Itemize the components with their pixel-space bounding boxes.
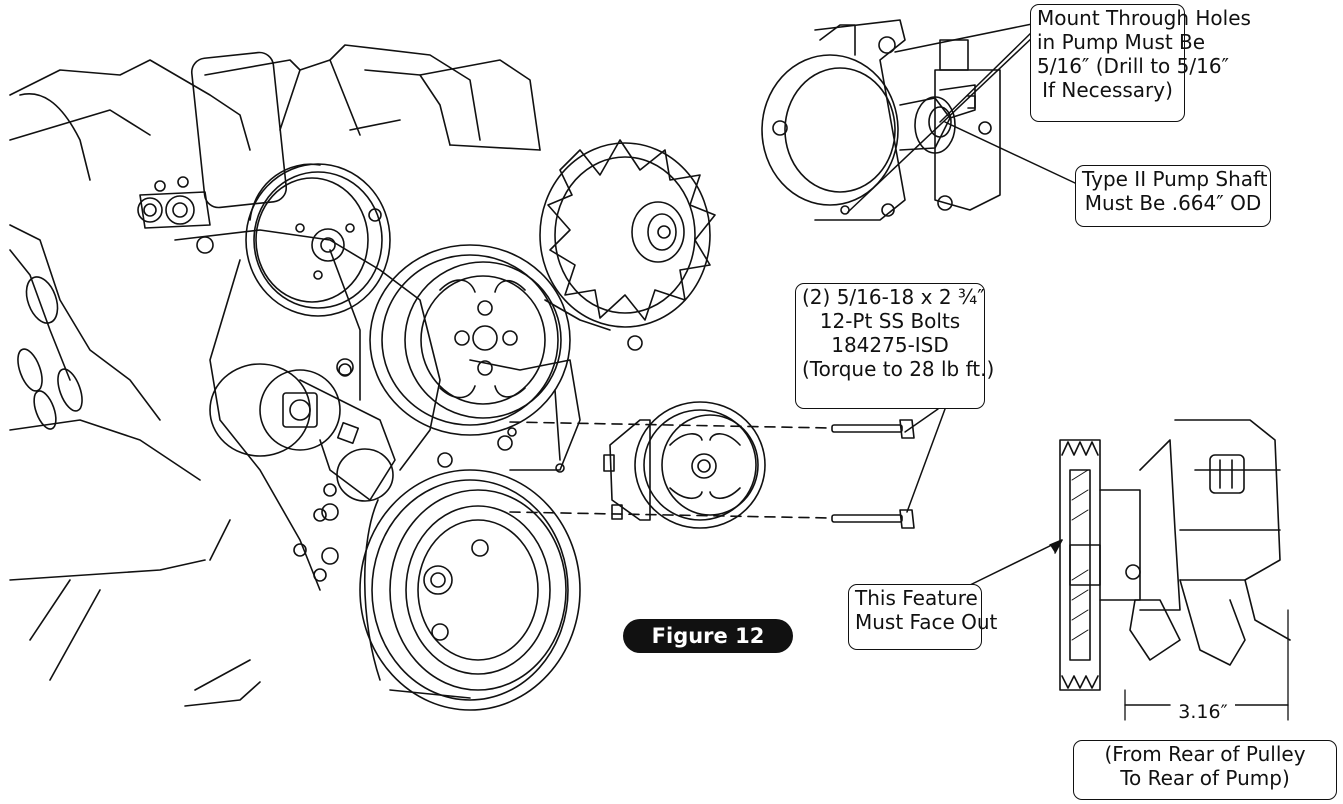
feature-line-2: Must Face Out (855, 610, 998, 634)
bolts-line-2: 12-Pt SS Bolts (819, 309, 961, 333)
dimension-note-line-1: (From Rear of Pulley (1104, 742, 1306, 766)
tensioner-drawing (209, 358, 396, 502)
mount-holes-callout: Mount Through Holes in Pump Must Be 5/16… (1030, 4, 1251, 122)
pump-side-section-drawing (1059, 419, 1291, 721)
figure-label: Figure 12 (623, 619, 793, 653)
mount-holes-line-4: If Necessary) (1042, 78, 1173, 102)
pump-shaft-line-1: Type II Pump Shaft (1082, 167, 1268, 191)
bolts-line-4: (Torque to 28 lb ft.) (802, 357, 995, 381)
exploded-pulley-drawing (603, 401, 766, 529)
dimension-note-callout: (From Rear of Pulley To Rear of Pump) (1073, 740, 1337, 800)
dimension-note-line-2: To Rear of Pump) (1120, 766, 1290, 790)
ps-pulley-drawing (369, 244, 643, 468)
leader-lines (847, 23, 1289, 706)
crank-pulley-drawing (321, 469, 581, 711)
pump-shaft-line-2: Must Be .664″ OD (1084, 191, 1262, 215)
mount-holes-line-2: in Pump Must Be (1037, 30, 1206, 54)
dimension-value: 3.16″ (1171, 699, 1235, 725)
mount-holes-line-1: Mount Through Holes (1037, 6, 1251, 30)
alternator-drawing (539, 139, 716, 331)
engine-block-drawing (9, 44, 581, 707)
pump-top-drawing (761, 19, 1001, 221)
bolts-line-3: 184275-ISD (831, 333, 949, 357)
feature-callout: This Feature Must Face Out (848, 584, 998, 650)
upper-pulley-drawing (245, 163, 391, 317)
mount-holes-line-3: 5/16″ (Drill to 5/16″ (1037, 54, 1230, 78)
bolts-callout: (2) 5/16-18 x 2 ¾″ 12-Pt SS Bolts 184275… (795, 283, 995, 409)
feature-line-1: This Feature (855, 586, 978, 610)
bolts-line-1: (2) 5/16-18 x 2 ¾″ (802, 285, 985, 309)
pump-shaft-callout: Type II Pump Shaft Must Be .664″ OD (1075, 165, 1271, 227)
